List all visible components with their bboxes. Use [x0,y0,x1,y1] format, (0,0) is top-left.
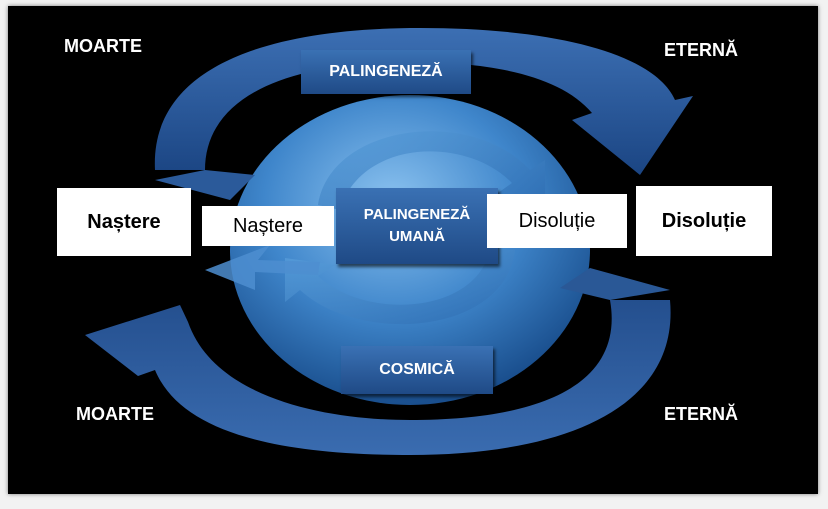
box-inner-right: Disoluție [487,194,627,248]
banner-center-line1: PALINGENEZĂ [363,206,471,223]
inner-arrow-lower [285,250,515,325]
corner-label-top-left: MOARTE [64,36,142,56]
inner-arrow-upper [318,131,545,210]
banner-center: PALINGENEZĂ UMANĂ [336,188,498,264]
banner-bottom: COSMICĂ [341,346,493,394]
corner-label-bottom-right: ETERNĂ [664,404,739,424]
outer-arrow-bottom-tail [560,268,670,300]
box-inner-left: Naștere [202,206,334,246]
outer-arrow-bottom [85,300,671,455]
outer-arrow-top [154,28,693,175]
box-outer-right: Disoluție [636,186,772,256]
corner-label-bottom-left: MOARTE [76,404,154,424]
outer-arrow-top-tail [155,170,255,200]
box-outer-left: Naștere [57,188,191,256]
inner-arrow-left [205,245,320,290]
banner-center-line2: UMANĂ [389,228,445,245]
corner-label-top-right: ETERNĂ [664,40,739,60]
banner-top: PALINGENEZĂ [301,50,471,94]
